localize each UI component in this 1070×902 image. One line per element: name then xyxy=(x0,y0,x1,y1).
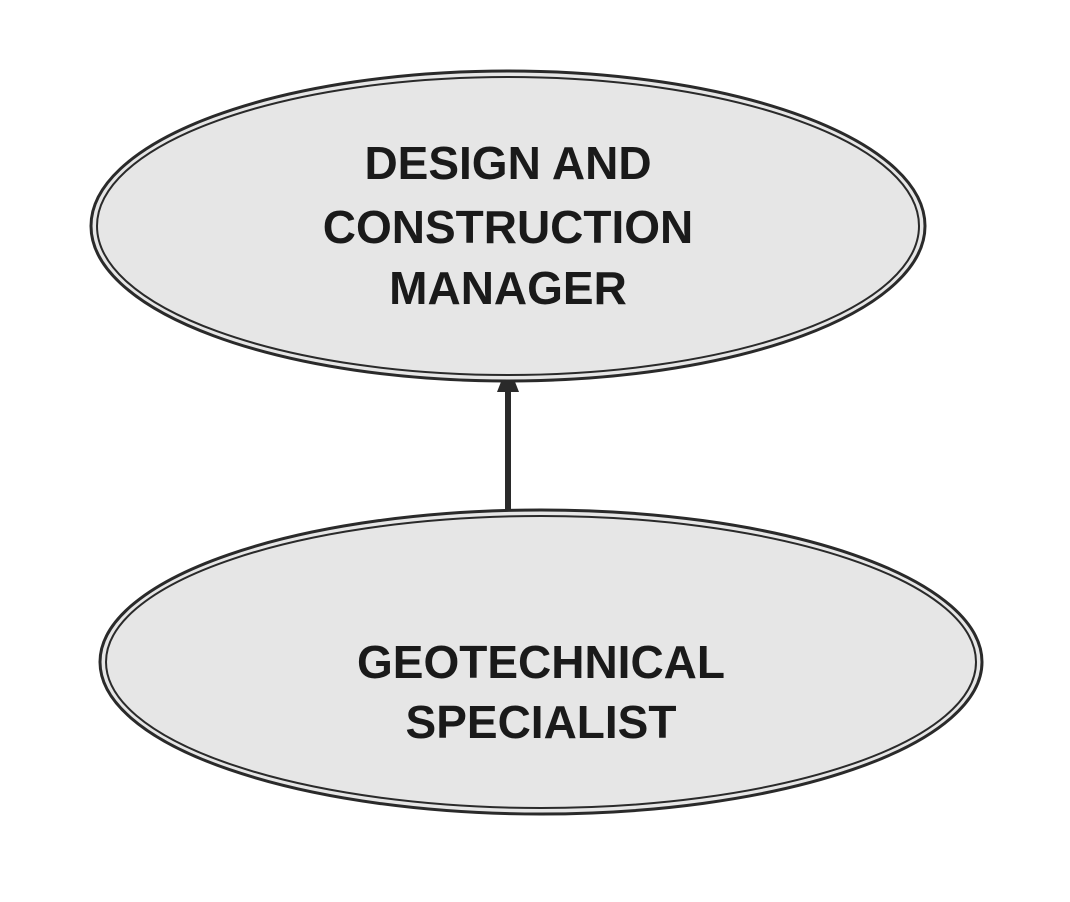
node-label-line-1: DESIGN AND xyxy=(364,137,651,189)
node-label-line-1: GEOTECHNICAL xyxy=(357,636,725,688)
node-label-line-3: MANAGER xyxy=(389,262,627,314)
node-design-construction-manager: DESIGN AND CONSTRUCTION MANAGER xyxy=(89,69,927,383)
connector-arrow xyxy=(497,364,519,524)
node-geotechnical-specialist: GEOTECHNICAL SPECIALIST xyxy=(98,508,984,816)
node-label-line-2: SPECIALIST xyxy=(406,696,677,748)
node-label-line-2: CONSTRUCTION xyxy=(323,201,694,253)
